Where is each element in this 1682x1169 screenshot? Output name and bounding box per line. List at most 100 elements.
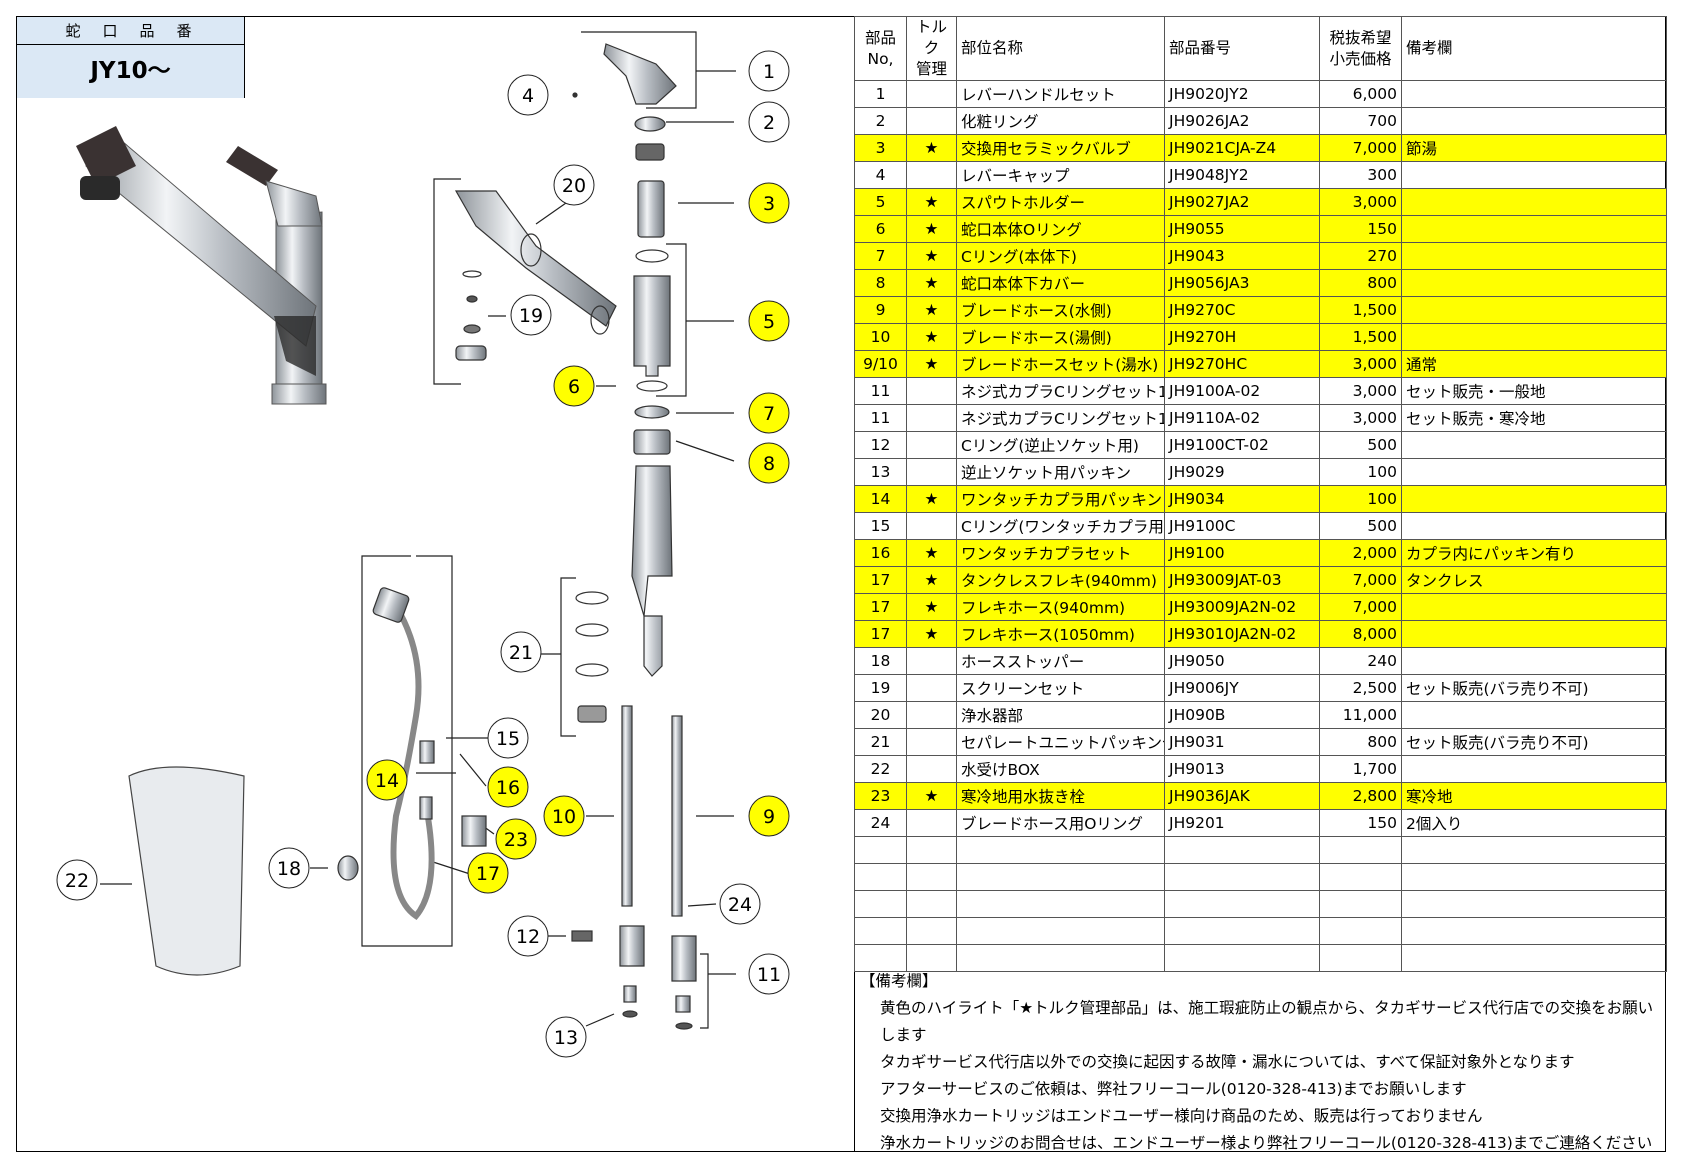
- cell-note: セット販売・寒冷地: [1401, 404, 1667, 432]
- faucet-illustration: [76, 126, 327, 405]
- cell-note: 2個入り: [1401, 809, 1667, 837]
- label-6: 6: [553, 365, 595, 407]
- cell-price: [1319, 890, 1402, 918]
- cell-part-name: [956, 863, 1165, 891]
- cell-part-code: JH9043: [1164, 242, 1320, 270]
- cell-note: [1401, 215, 1667, 243]
- cell-note: [1401, 296, 1667, 324]
- svg-text:6: 6: [568, 376, 580, 398]
- cell-part-code: JH9100A-02: [1164, 377, 1320, 405]
- cell-torque-star: ★: [906, 323, 957, 351]
- cell-note: セット販売(バラ売り不可): [1401, 728, 1667, 756]
- cell-part-code: JH9100C: [1164, 512, 1320, 540]
- notes-section: 【備考欄】 黄色のハイライト「★トルク管理部品」は、施工瑕疵防止の観点から、タカ…: [856, 968, 1664, 1157]
- cell-torque-star: [906, 80, 957, 108]
- label-7: 7: [748, 392, 790, 434]
- cell-part-no: 10: [854, 323, 907, 351]
- cell-part-name: スパウトホルダー: [956, 188, 1165, 216]
- cell-part-name: Cリング(本体下): [956, 242, 1165, 270]
- cell-price: 7,000: [1319, 134, 1402, 162]
- svg-text:12: 12: [516, 926, 540, 948]
- cell-price: 11,000: [1319, 701, 1402, 729]
- cell-part-code: JH9056JA3: [1164, 269, 1320, 297]
- header-note: 備考欄: [1401, 16, 1667, 81]
- cell-part-no: 17: [854, 620, 907, 648]
- cell-note: カプラ内にパッキン有り: [1401, 539, 1667, 567]
- header-part-name: 部位名称: [956, 16, 1165, 81]
- cell-price: [1319, 836, 1402, 864]
- cell-part-code: JH9055: [1164, 215, 1320, 243]
- svg-text:5: 5: [763, 311, 775, 333]
- cell-note: [1401, 458, 1667, 486]
- cell-price: 8,000: [1319, 620, 1402, 648]
- cell-part-code: JH9031: [1164, 728, 1320, 756]
- table-row: [854, 836, 1667, 864]
- cell-part-no: 8: [854, 269, 907, 297]
- cell-torque-star: [906, 161, 957, 189]
- cell-price: [1319, 944, 1402, 972]
- cell-torque-star: [906, 863, 957, 891]
- cell-part-name: ブレードホース(湯側): [956, 323, 1165, 351]
- label-15: 15: [487, 717, 529, 759]
- cell-price: 2,000: [1319, 539, 1402, 567]
- svg-text:1: 1: [763, 61, 775, 83]
- svg-text:4: 4: [522, 85, 534, 107]
- cell-part-name: Cリング(逆止ソケット用): [956, 431, 1165, 459]
- table-row: [854, 890, 1667, 918]
- cell-part-name: ネジ式カプラCリングセット1個: [956, 377, 1165, 405]
- cell-price: [1319, 863, 1402, 891]
- cell-part-no: 4: [854, 161, 907, 189]
- cell-price: 700: [1319, 107, 1402, 135]
- label-11: 11: [748, 953, 790, 995]
- svg-text:20: 20: [562, 175, 586, 197]
- header-part-no: 部品 No,: [854, 16, 907, 81]
- cell-part-no: 6: [854, 215, 907, 243]
- cell-part-no: [854, 863, 907, 891]
- cell-torque-star: ★: [906, 188, 957, 216]
- cell-price: 7,000: [1319, 566, 1402, 594]
- model-number-box: 蛇口品番 JY10～: [16, 16, 245, 98]
- cell-part-code: [1164, 890, 1320, 918]
- cell-torque-star: ★: [906, 566, 957, 594]
- label-4: 4: [507, 74, 549, 116]
- cell-part-code: JH9027JA2: [1164, 188, 1320, 216]
- cell-part-no: 15: [854, 512, 907, 540]
- cell-part-name: セパレートユニットパッキンセット: [956, 728, 1165, 756]
- svg-text:8: 8: [763, 453, 775, 475]
- cell-torque-star: [906, 377, 957, 405]
- cell-part-name: 化粧リング: [956, 107, 1165, 135]
- cell-price: 270: [1319, 242, 1402, 270]
- label-2: 2: [748, 101, 790, 143]
- svg-text:14: 14: [375, 770, 399, 792]
- cell-part-code: JH93009JAT-03: [1164, 566, 1320, 594]
- notes-heading: 【備考欄】: [860, 972, 938, 990]
- svg-text:23: 23: [504, 829, 528, 851]
- label-20: 20: [553, 164, 595, 206]
- cell-note: セット販売・一般地: [1401, 377, 1667, 405]
- cell-part-name: 交換用セラミックバルブ: [956, 134, 1165, 162]
- svg-text:13: 13: [554, 1027, 578, 1049]
- cell-torque-star: [906, 890, 957, 918]
- cell-note: [1401, 917, 1667, 945]
- cell-price: 240: [1319, 647, 1402, 675]
- cell-part-name: ネジ式カプラCリングセット1個: [956, 404, 1165, 432]
- cell-note: [1401, 80, 1667, 108]
- cell-part-code: JH9100CT-02: [1164, 431, 1320, 459]
- cell-part-no: 24: [854, 809, 907, 837]
- model-number-value: JY10～: [17, 45, 244, 98]
- cell-note: [1401, 107, 1667, 135]
- label-22: 22: [56, 859, 98, 901]
- cell-note: [1401, 701, 1667, 729]
